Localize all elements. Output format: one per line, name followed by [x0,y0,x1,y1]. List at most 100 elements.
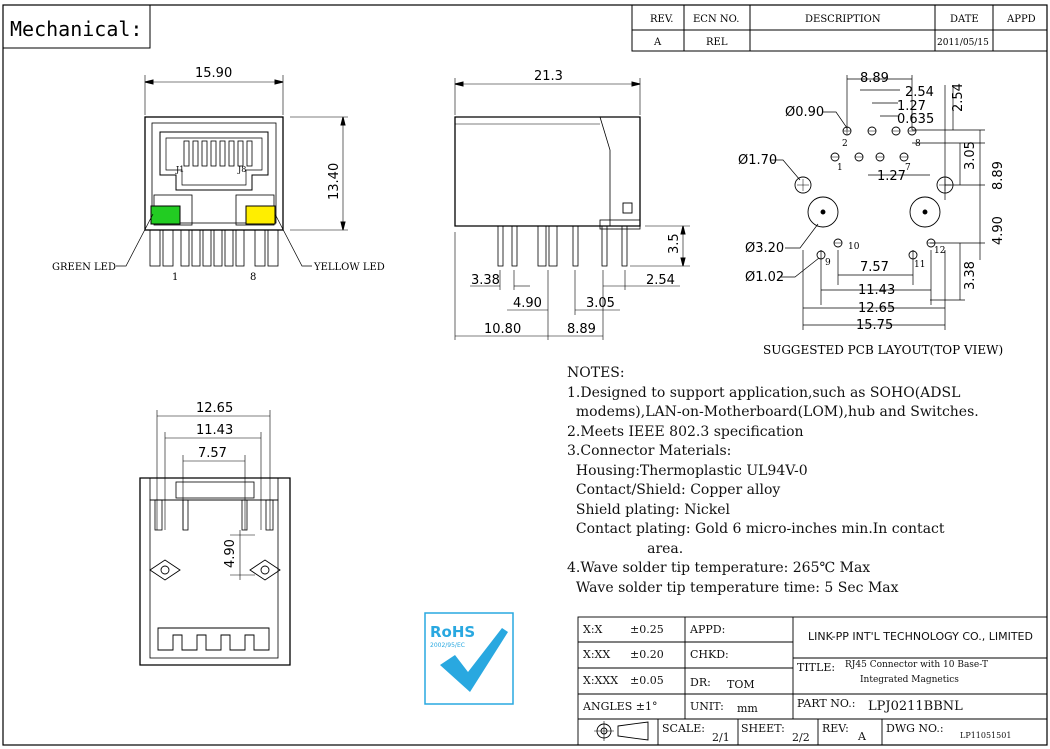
rev-value: A [858,730,866,743]
notes-line: Contact plating: Gold 6 micro-inches min… [567,521,945,537]
front-pin-first: 1 [172,272,178,283]
rev-header-date: DATE [950,14,979,25]
dr-label: DR: [690,676,711,689]
rohs-text: RoHS [430,623,475,641]
title-line1: RJ45 Connector with 10 Base-T [845,660,988,670]
pcb-dim-127a: 1.27 [897,99,926,114]
notes-block: NOTES: 1.Designed to support application… [567,364,1037,598]
side-pin-dim: 3.5 [667,233,682,254]
pcb-dim-490: 4.90 [991,216,1006,245]
front-width-dim: 15.90 [195,66,232,81]
rohs-logo: RoHS 2002/95/EC [424,612,514,705]
bottom-view [139,410,291,666]
green-led-label: GREEN LED [52,262,116,273]
page-title: Mechanical: [10,17,142,41]
side-dim-1080: 10.80 [484,322,521,337]
notes-line: 4.Wave solder tip temperature: 265℃ Max [567,560,871,576]
notes-line: Housing:Thermoplastic UL94V-0 [567,462,808,479]
pcb-labels: 8.89 2.54 2.54 1.27 0.635 Ø0.90 Ø1.70 Ø3… [738,71,1006,333]
part-no-label: PART NO.: [797,697,856,710]
rev-value-rev: A [653,37,662,48]
side-dim-889: 8.89 [567,322,596,337]
revision-table: REV. ECN NO. DESCRIPTION DATE APPD A REL… [631,4,1048,52]
pcb-pin-numbers: 1 2 7 8 9 10 11 12 [825,139,945,270]
title-block-lines [577,616,1048,746]
dwg-no-label: DWG NO.: [886,722,944,735]
notes-line: area. [567,540,684,557]
notes-line: NOTES: [567,365,625,381]
pcb-pin-10: 10 [848,242,860,252]
rev-header-appd: APPD [1006,14,1036,25]
bottom-dim-1265: 12.65 [196,401,233,416]
scale-value: 2/1 [712,731,730,744]
pcb-pin-9: 9 [825,258,831,268]
rev-value-ecn: REL [706,37,728,48]
yellow-led-swatch [245,205,276,225]
pcb-dim-254b: 2.54 [951,83,966,112]
pcb-dim-0635: 0.635 [897,112,934,127]
rev-value-date: 2011/05/15 [937,38,989,48]
pcb-dim-127b: 1.27 [877,169,906,184]
pcb-dim-1265: 12.65 [858,301,895,316]
pcb-hole-090: Ø0.90 [785,105,824,120]
notes-line: 1.Designed to support application,such a… [567,384,961,401]
bottom-dim-757: 7.57 [198,446,227,461]
side-dim-338: 3.38 [471,273,500,288]
front-height-dim: 13.40 [327,163,342,200]
pcb-pin-2: 2 [842,139,848,149]
pcb-dim-338: 3.38 [963,261,978,290]
front-pin-last: 8 [250,272,256,283]
title-line2: Integrated Magnetics [860,675,959,685]
tol-x-value: ±0.25 [630,623,664,636]
pcb-dim-889-top: 8.89 [860,71,889,86]
pcb-dim-757: 7.57 [860,260,889,275]
pcb-pin-7: 7 [905,163,911,173]
pcb-hole-102: Ø1.02 [745,270,784,285]
front-j1-label: J1 [175,165,184,174]
notes-line: 3.Connector Materials: [567,443,732,459]
bottom-dim-490: 4.90 [223,539,238,568]
bottom-dim-1143: 11.43 [196,423,233,438]
pcb-dim-1575: 15.75 [856,318,893,333]
tol-x-label: X:X [583,623,603,636]
pcb-dim-889-right: 8.89 [991,161,1006,190]
side-dim-254: 2.54 [646,273,675,288]
side-dim-490: 4.90 [513,296,542,311]
rohs-sub: 2002/95/EC [430,642,465,649]
unit-label: UNIT: [690,700,724,713]
tol-xxx-label: X:XXX [583,674,619,687]
dr-value: TOM [727,678,755,691]
part-no-value: LPJ0211BBNL [868,699,963,714]
rev-label: REV: [822,722,849,735]
pcb-dim-254a: 2.54 [905,85,934,100]
yellow-led-label: YELLOW LED [313,262,385,273]
dwg-no-value: LP11051501 [960,731,1012,740]
pcb-pin-11: 11 [914,260,925,270]
notes-line: Shield plating: Nickel [567,501,731,518]
notes-line: 2.Meets IEEE 802.3 specification [567,423,804,440]
pcb-layout [770,75,985,330]
sheet-value: 2/2 [792,731,810,744]
sheet-label: SHEET: [741,722,785,735]
pcb-hole-320: Ø3.20 [745,241,784,256]
side-dim-305: 3.05 [586,296,615,311]
company-name: LINK-PP INT'L TECHNOLOGY CO., LIMITED [808,630,1033,643]
title-label: TITLE: [797,661,836,674]
rev-header-rev: REV. [650,14,673,25]
tol-xx-label: X:XX [583,648,611,661]
scale-label: SCALE: [662,722,705,735]
pcb-pin-1: 1 [837,163,843,173]
tol-xx-value: ±0.20 [630,648,664,661]
pcb-pin-12: 12 [934,246,945,256]
rev-header-ecn: ECN NO. [693,14,739,25]
chkd-label: CHKD: [690,648,729,661]
angles-tolerance: ANGLES ±1° [583,700,658,713]
pcb-dim-1143: 11.43 [858,283,895,298]
green-led-swatch [150,205,181,225]
front-j8-label: J8 [237,165,246,174]
notes-line: Contact/Shield: Copper alloy [567,482,781,498]
pcb-caption: SUGGESTED PCB LAYOUT(TOP VIEW) [763,343,1003,357]
rev-header-desc: DESCRIPTION [805,14,881,25]
pcb-dim-305: 3.05 [963,141,978,170]
